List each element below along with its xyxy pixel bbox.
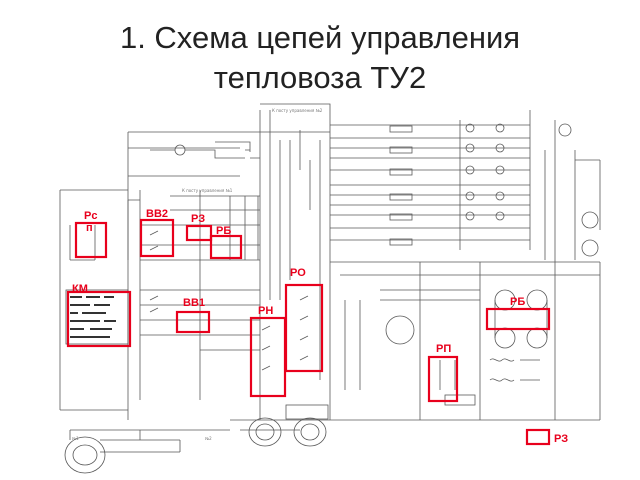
highlight-boxes: [66, 218, 551, 446]
rp-box: [427, 355, 459, 403]
vv2-box: [139, 218, 175, 258]
title-line-2: тепловоза ТУ2: [213, 60, 427, 95]
schematic-wiring: [59, 103, 601, 440]
label-rn: РН: [258, 305, 273, 317]
rb-left-box: [209, 234, 243, 260]
rz-top-box: [185, 224, 213, 242]
label-vv1: ВВ1: [183, 297, 205, 309]
label-rp: РП: [436, 343, 451, 355]
slide-title: 1. Схема цепей управления тепловоза ТУ2: [0, 18, 640, 98]
title-line-1: 1. Схема цепей управления: [119, 20, 521, 55]
post1-caption: К посту управления №1: [182, 188, 233, 193]
rz-bottom-box: [525, 428, 551, 446]
label-rz-bottom: РЗ: [554, 433, 568, 445]
post2-caption: К посту управления №2: [272, 108, 323, 113]
label-rz-top: РЗ: [191, 213, 205, 225]
controller-drum-pattern: [65, 289, 129, 345]
rb-right-box: [485, 307, 551, 331]
label-rb-left: РБ: [216, 225, 231, 237]
label-km: КМ: [72, 283, 88, 295]
vv1-box: [175, 310, 211, 334]
wheel-number-2: №2: [205, 436, 212, 441]
wheelsets: [64, 417, 327, 474]
label-vv2: ВВ2: [146, 208, 168, 220]
rn-box: [249, 316, 287, 398]
wheel-number-1: №1: [72, 436, 79, 441]
label-ro: РО: [290, 267, 306, 279]
schematic-small-text: К посту управления №2 К посту управления…: [72, 108, 323, 441]
label-rs: Рс: [84, 210, 97, 222]
highlight-labels: Рс п ВВ2 РЗ РБ КМ ВВ1 РО РН РБ РП РЗ: [72, 208, 568, 445]
label-rb-right: РБ: [510, 296, 525, 308]
label-rs-sub: п: [86, 222, 93, 234]
rs-box: [74, 221, 108, 259]
km-box: [66, 290, 132, 348]
